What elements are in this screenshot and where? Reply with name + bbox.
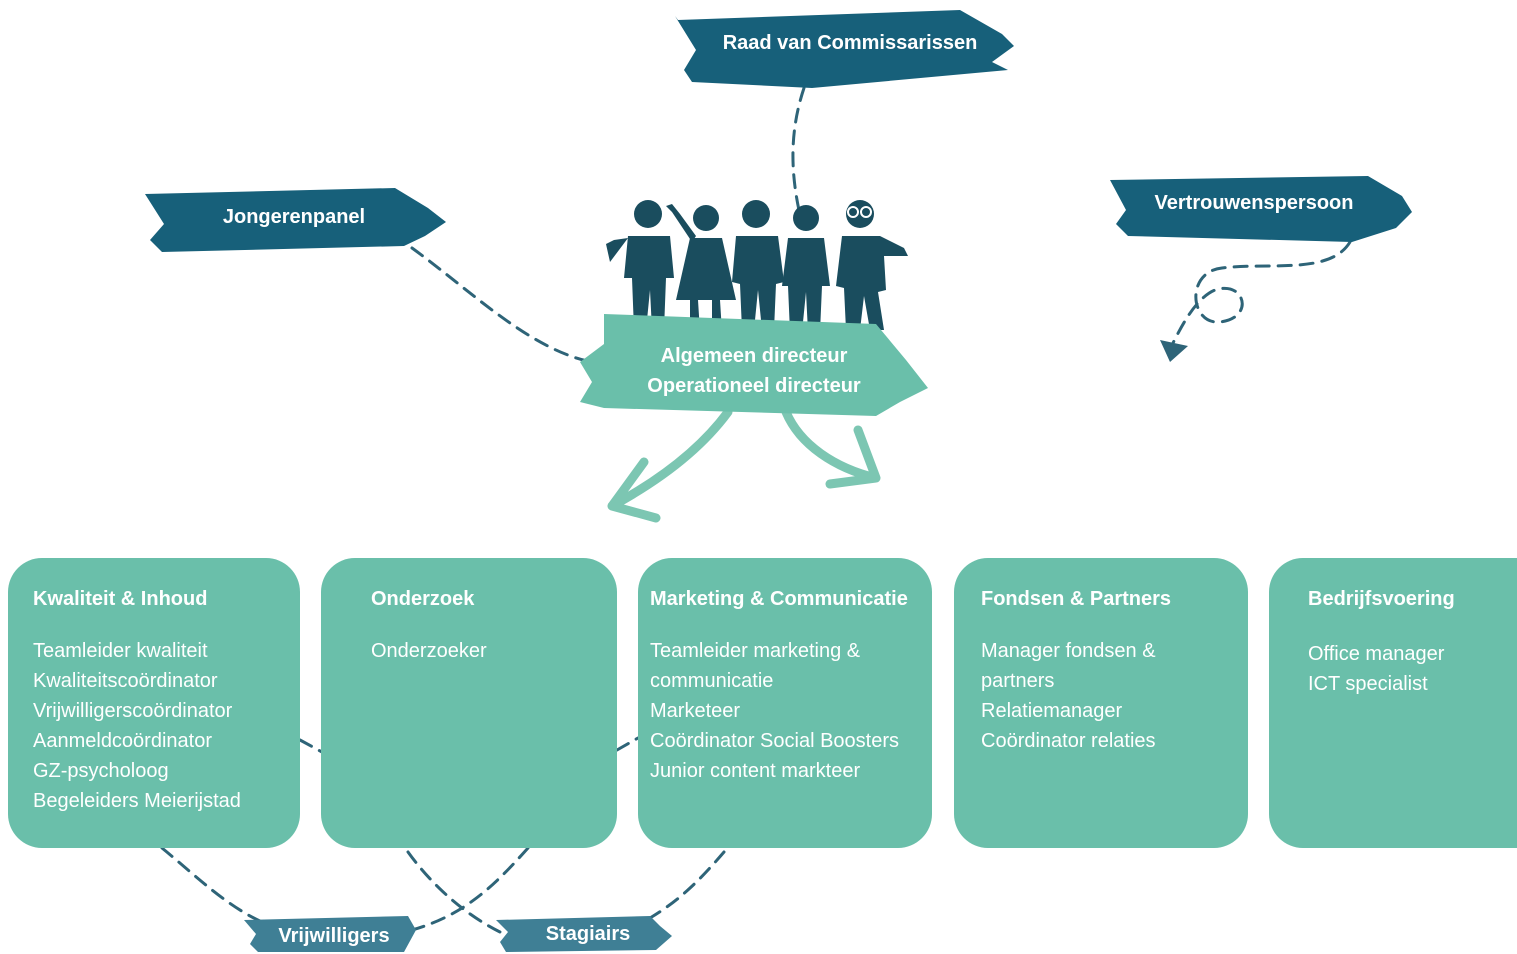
role-item: Teamleider marketing & communicatie (650, 640, 861, 692)
department-box-kwaliteit: Kwaliteit & Inhoud Teamleider kwaliteit … (8, 558, 300, 848)
department-title: Bedrijfsvoering (1308, 588, 1455, 610)
department-box-fondsen: Fondsen & Partners Manager fondsen & par… (954, 558, 1248, 848)
department-title: Onderzoek (371, 588, 475, 610)
role-item: Junior content markteer (650, 760, 861, 782)
role-item: Relatiemanager (981, 700, 1123, 722)
role-item: Vrijwilligerscoördinator (33, 700, 233, 722)
banner-raad-van-commissarissen: Raad van Commissarissen (675, 10, 1014, 88)
banner-vertrouwenspersoon: Vertrouwenspersoon (1110, 176, 1412, 242)
department-roles: Teamleider marketing & communicatie Mark… (650, 636, 930, 786)
department-box-bedrijfsvoering: Bedrijfsvoering Office manager ICT speci… (1269, 558, 1517, 848)
department-roles: Teamleider kwaliteit Kwaliteitscoördinat… (33, 636, 292, 816)
role-item: Onderzoeker (371, 640, 487, 662)
role-item: Aanmeldcoördinator (33, 730, 212, 752)
banner-jongerenpanel: Jongerenpanel (145, 188, 446, 252)
banner-stagiairs: Stagiairs (496, 916, 672, 952)
connector-box2-stagiairs (406, 850, 502, 934)
banner-stagiairs-label: Stagiairs (546, 923, 630, 945)
connector-box3-stagiairs (648, 850, 726, 920)
role-item: ICT specialist (1308, 673, 1428, 695)
center-line1: Algemeen directeur (661, 345, 848, 367)
role-item: Coördinator relaties (981, 730, 1156, 752)
group-of-people-icon (606, 200, 908, 332)
department-roles: Manager fondsen & partners Relatiemanage… (981, 636, 1240, 756)
banner-jongerenpanel-label: Jongerenpanel (223, 206, 365, 228)
connector-box2-vrijwilligers (410, 846, 530, 932)
curved-arrow-left-icon (607, 407, 733, 523)
role-item: Teamleider kwaliteit (33, 640, 208, 662)
department-roles: Office manager ICT specialist (1308, 639, 1509, 699)
arrowhead-icon (1160, 340, 1188, 362)
department-title: Fondsen & Partners (981, 588, 1172, 610)
department-title: Marketing & Communicatie (650, 588, 908, 610)
connector-box2-box3 (615, 736, 640, 752)
center-line2: Operationeel directeur (647, 375, 861, 397)
connector-board (791, 86, 806, 217)
role-item: Manager fondsen & partners (981, 640, 1156, 692)
department-box-marketing: Marketing & Communicatie Teamleider mark… (638, 558, 932, 848)
banner-raad-label: Raad van Commissarissen (723, 32, 978, 54)
department-roles: Onderzoeker (371, 636, 609, 666)
role-item: Marketeer (650, 700, 741, 722)
role-item: Begeleiders Meierijstad (33, 790, 241, 812)
role-item: GZ-psycholoog (33, 760, 169, 782)
banner-vrijwilligers-label: Vrijwilligers (278, 925, 389, 947)
connector-vertrouwenspersoon (1170, 240, 1352, 347)
curved-arrow-right-icon (781, 407, 881, 489)
department-box-onderzoek: Onderzoek Onderzoeker (321, 558, 617, 848)
banner-directie: Algemeen directeur Operationeel directeu… (580, 314, 928, 416)
connector-jongerenpanel (410, 246, 594, 364)
role-item: Coördinator Social Boosters (650, 730, 900, 752)
department-title: Kwaliteit & Inhoud (33, 588, 208, 610)
connector-box1-box2 (298, 738, 324, 754)
role-item: Kwaliteitscoördinator (33, 670, 218, 692)
connector-box1-vrijwilligers (160, 846, 264, 924)
role-item: Office manager (1308, 643, 1445, 665)
banner-vertrouwenspersoon-label: Vertrouwenspersoon (1155, 192, 1354, 214)
banner-vrijwilligers: Vrijwilligers (244, 916, 416, 952)
